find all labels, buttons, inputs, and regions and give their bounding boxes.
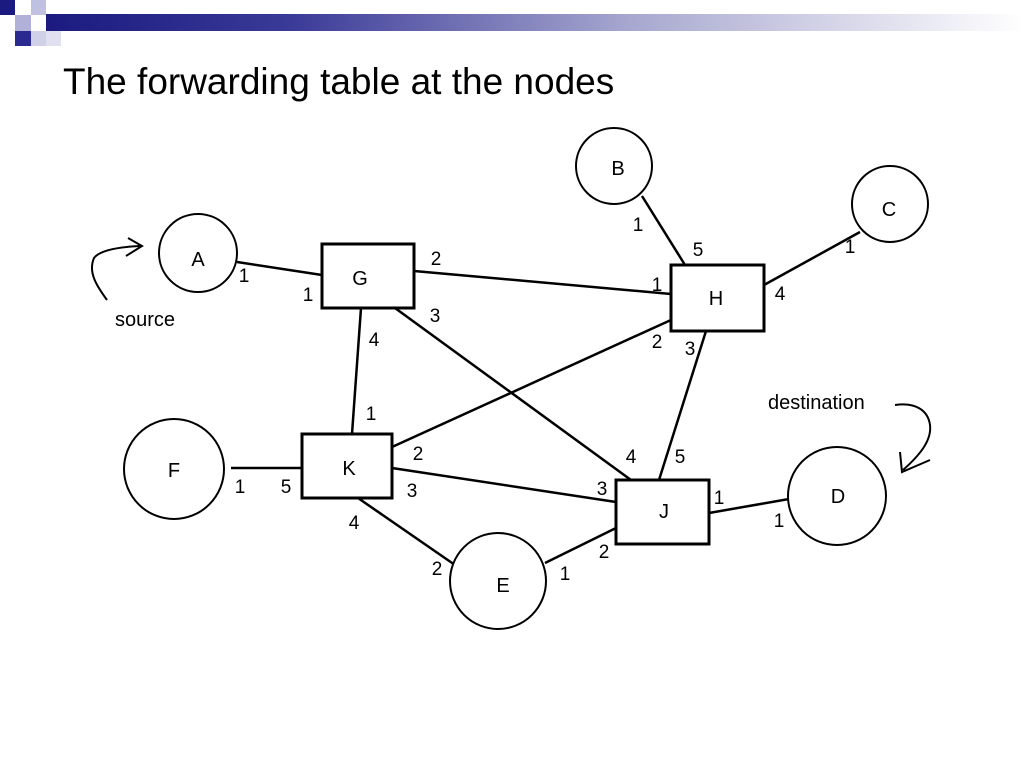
node-label: F [168,460,180,482]
link-k-j [391,466,617,504]
link-h-k [391,318,672,449]
port-label: 1 [366,404,377,425]
port-label: 1 [652,275,663,296]
link-b-h [640,195,687,266]
port-label: 2 [431,249,442,270]
port-label: 1 [774,511,785,532]
port-label: 5 [675,447,686,468]
port-label: 5 [281,477,292,498]
port-label: 1 [845,237,856,258]
switch-node-h: H [669,263,766,333]
port-label: 1 [560,564,571,585]
switch-node-g: G [320,242,416,310]
port-label: 3 [430,306,441,327]
link-g-k [350,307,363,435]
port-label: 4 [369,330,380,351]
port-label: 3 [685,339,696,360]
node-label: B [611,158,624,180]
node-label: C [882,199,896,221]
link-h-j [657,330,708,481]
link-g-h [413,269,672,296]
node-label: D [831,486,845,508]
port-label: 4 [775,284,786,305]
slide-title: The forwarding table at the nodes [63,61,615,102]
port-label: 1 [303,285,314,306]
node-label: K [342,458,356,480]
link-k-e [357,496,456,567]
node-label: A [191,249,205,271]
port-label: 2 [413,444,424,465]
host-node-e: E [449,532,547,630]
link-a-g [236,260,323,277]
deco-square [31,31,46,46]
port-label: 3 [597,479,608,500]
deco-square [15,15,31,31]
switch-node-k: K [300,432,394,500]
deco-square [0,0,15,15]
host-node-d: D [787,446,887,546]
switch-node-j: J [614,478,711,546]
port-label: 1 [633,215,644,236]
deco-square [31,0,46,15]
port-label: 1 [714,488,725,509]
port-label: 3 [407,481,418,502]
port-label: 2 [432,559,443,580]
node-label: G [352,268,368,290]
port-label: 1 [239,266,250,287]
port-label: 2 [599,542,610,563]
deco-square [15,31,31,46]
source-label: source [115,309,175,331]
host-node-c: C [851,165,929,243]
node-label: J [659,501,669,523]
destination-arrow-icon [894,403,932,474]
port-label: 5 [693,240,704,261]
title-gradient-bar [46,14,1024,31]
deco-square [46,31,61,46]
port-label: 4 [626,447,637,468]
link-e-j [544,526,617,565]
port-label: 1 [235,477,246,498]
host-node-b: B [575,127,653,205]
destination-label: destination [768,392,865,414]
host-node-f: F [123,418,225,520]
node-label: H [709,288,723,310]
title-decoration [0,0,1024,46]
link-g-j [394,306,632,482]
host-node-a: A [158,213,238,293]
port-label: 2 [652,332,663,353]
link-j-d [708,497,790,515]
link-c-h [763,230,861,287]
port-label: 4 [349,513,360,534]
node-label: E [496,575,509,597]
source-arrow-icon [90,237,144,301]
